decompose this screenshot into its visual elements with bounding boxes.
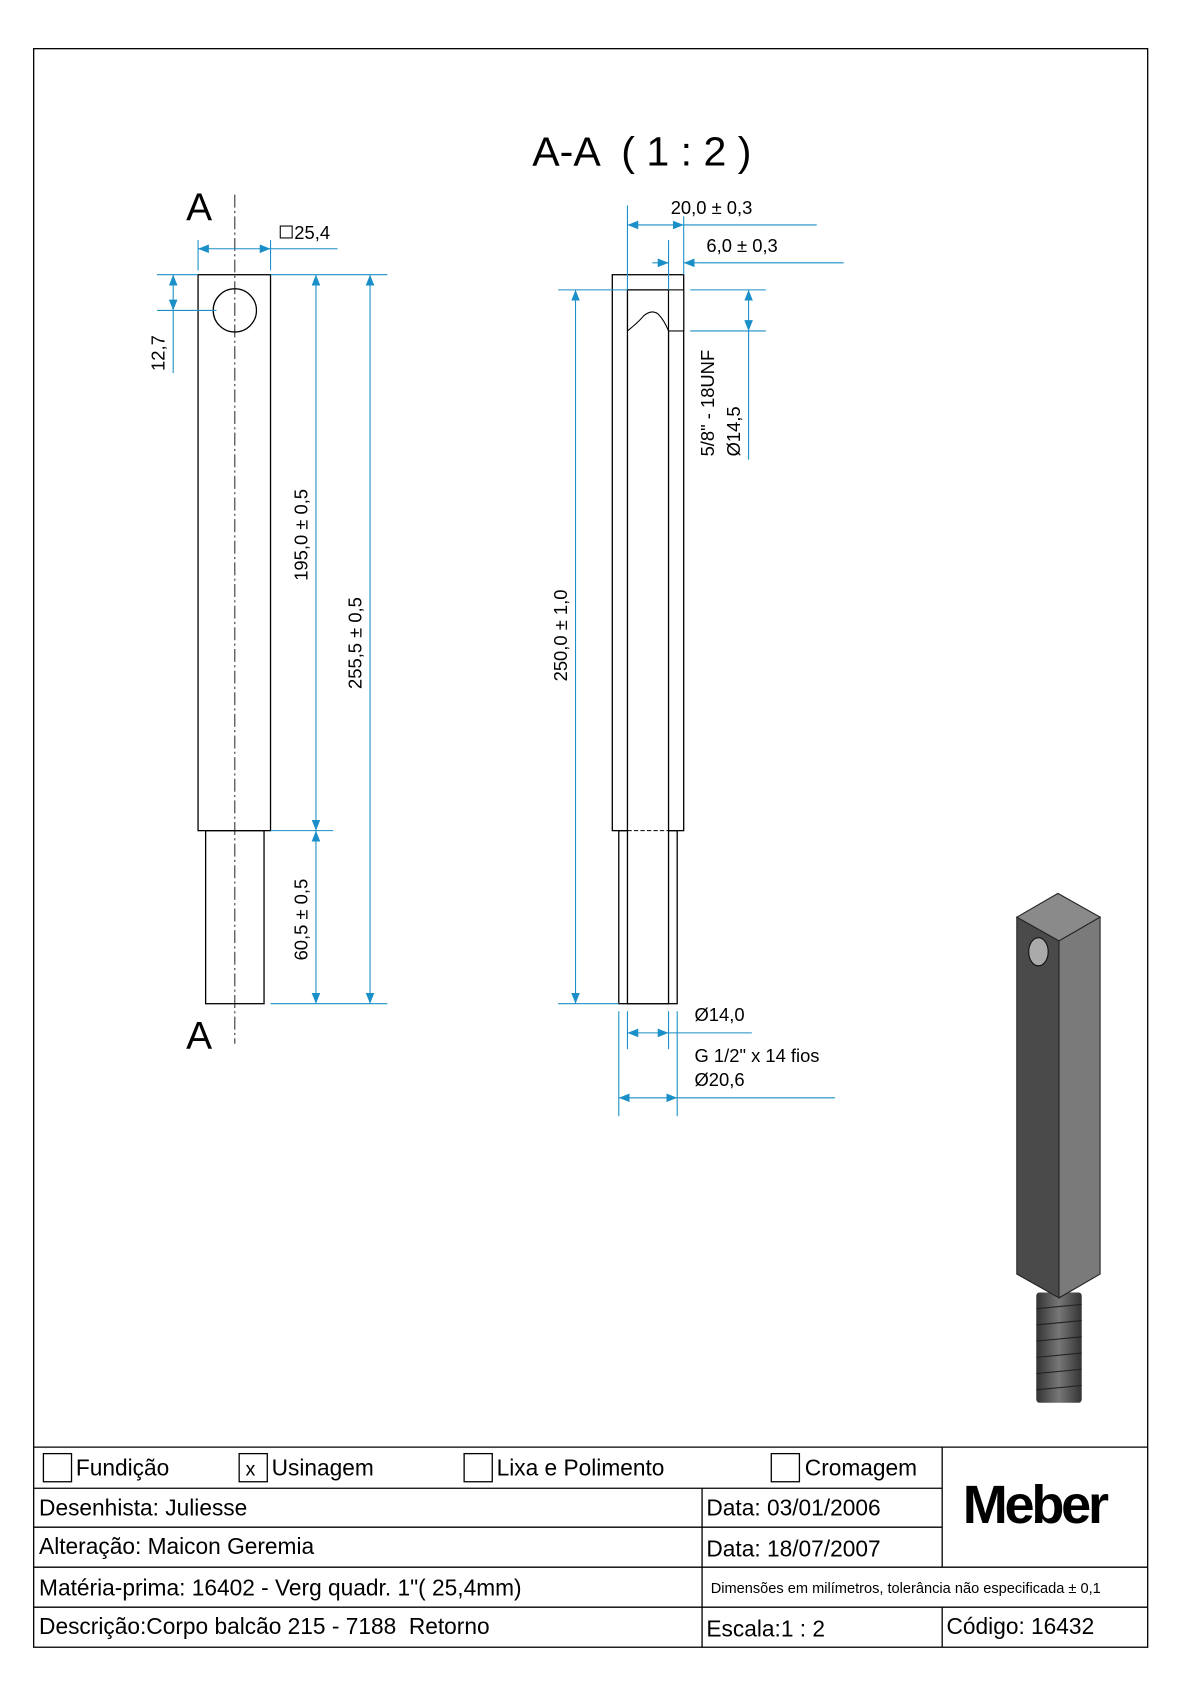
title-block: x Fundição Usinagem Lixa e Polimento Cro… xyxy=(33,1446,1148,1648)
isometric-view xyxy=(1015,892,1102,1403)
designer: Desenhista: Juliesse xyxy=(39,1494,247,1520)
section-view: 20,0 ± 0,3 6,0 ± 0,3 250,0 ± 1,0 5/8" - … xyxy=(550,197,844,1117)
section-mark-top: A xyxy=(186,187,212,230)
process-cromagem: Cromagem xyxy=(805,1454,917,1480)
part-code: Código: 16432 xyxy=(947,1613,1095,1639)
company-logo: Meber xyxy=(963,1475,1109,1535)
date-created: Data: 03/01/2006 xyxy=(706,1494,880,1520)
front-view: A A 25,4 12,7 195,0 ± 0,5 60,5 ± 0,5 255… xyxy=(148,187,388,1058)
dim-dia-20-6: Ø20,6 xyxy=(695,1069,745,1090)
dim-250: 250,0 ± 1,0 xyxy=(550,590,571,682)
dim-20: 20,0 ± 0,3 xyxy=(671,197,753,218)
process-fundicao: Fundição xyxy=(76,1454,169,1480)
sheet-frame xyxy=(33,48,1149,1648)
dim-thread-top: 5/8" - 18UNF xyxy=(697,350,718,457)
dim-hole-offset: 12,7 xyxy=(148,335,169,371)
dim-60: 60,5 ± 0,5 xyxy=(290,879,311,961)
section-mark-bottom: A xyxy=(186,1015,212,1058)
dim-dia-14-5: Ø14,5 xyxy=(723,406,744,456)
date-altered: Data: 18/07/2007 xyxy=(706,1535,880,1561)
dim-thread-bottom: G 1/2" x 14 fios xyxy=(695,1045,820,1066)
alteration: Alteração: Maicon Geremia xyxy=(39,1533,314,1559)
scale: Escala:1 : 2 xyxy=(706,1615,825,1641)
description: Descrição:Corpo balcão 215 - 7188 Retorn… xyxy=(39,1613,490,1639)
tolerance-note: Dimensões em milímetros, tolerância não … xyxy=(711,1581,1101,1597)
process-usinagem: Usinagem xyxy=(272,1454,374,1480)
dim-255: 255,5 ± 0,5 xyxy=(344,597,365,689)
dim-195: 195,0 ± 0,5 xyxy=(290,489,311,581)
section-title: A-A ( 1 : 2 ) xyxy=(532,128,751,174)
dim-6: 6,0 ± 0,3 xyxy=(706,235,777,256)
checkbox-usinagem[interactable]: x xyxy=(246,1458,256,1480)
process-lixa: Lixa e Polimento xyxy=(497,1454,665,1480)
material: Matéria-prima: 16402 - Verg quadr. 1"( 2… xyxy=(39,1574,522,1600)
dim-square: 25,4 xyxy=(294,222,330,243)
dim-dia-14: Ø14,0 xyxy=(695,1004,745,1025)
